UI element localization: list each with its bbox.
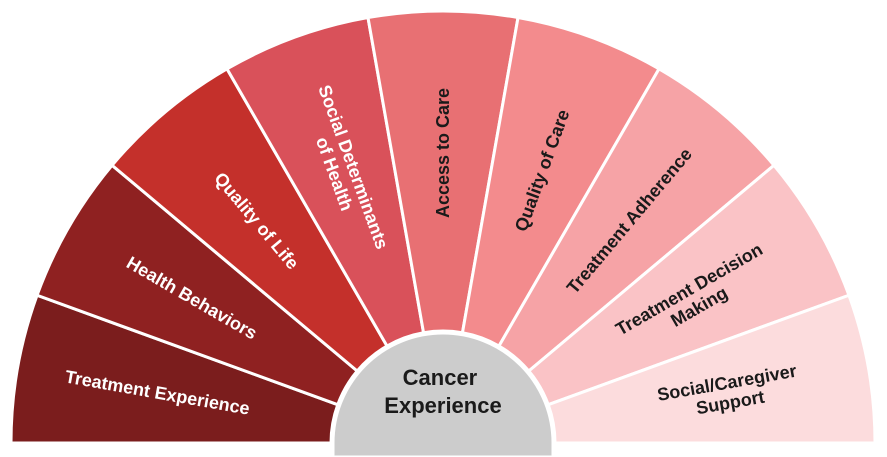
- segment-wedge: [526, 163, 851, 407]
- segment-wedge: [109, 66, 390, 374]
- center-hub-shape: [331, 331, 555, 457]
- segment-wedge: [366, 9, 520, 335]
- segment-1: Treatment Experience: [9, 293, 340, 445]
- segment-5: Access to Care: [366, 9, 520, 335]
- segment-4: Social Determinantsof Health: [224, 15, 426, 349]
- segment-wedge: [9, 293, 340, 445]
- segment-wedge: [460, 15, 662, 349]
- segment-6: Quality of Care: [460, 15, 662, 349]
- segment-3: Quality of Life: [109, 66, 390, 374]
- center-label-line-1: Cancer: [403, 365, 478, 390]
- segment-9: Social/CaregiverSupport: [546, 293, 877, 445]
- segment-wedge: [35, 163, 360, 407]
- segment-8: Treatment DecisionMaking: [526, 163, 851, 407]
- segment-wedge: [546, 293, 877, 445]
- segment-label-line: Access to Care: [433, 88, 453, 218]
- segment-label: Access to Care: [433, 88, 453, 218]
- segment-wedge: [224, 15, 426, 349]
- segment-wedge: [496, 66, 777, 374]
- segment-2: Health Behaviors: [35, 163, 360, 407]
- center-label: Cancer Experience: [384, 365, 501, 418]
- center-hub: Cancer Experience: [331, 331, 555, 457]
- center-label-line-2: Experience: [384, 393, 501, 418]
